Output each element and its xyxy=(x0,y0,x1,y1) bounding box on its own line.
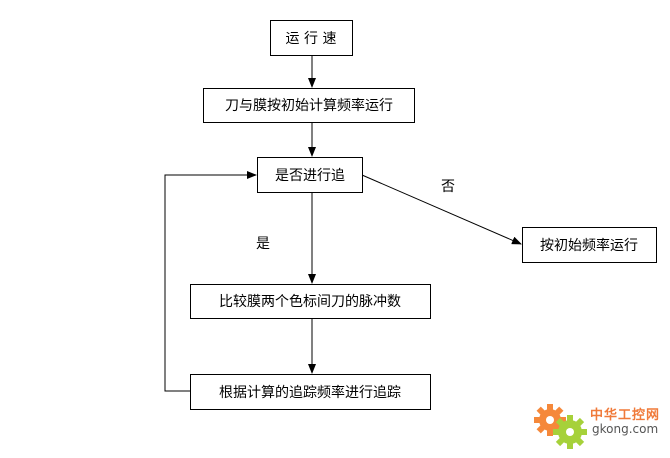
node-start-label: 运 行 速 xyxy=(286,31,337,47)
gear-icon xyxy=(534,404,587,449)
node-initial-run xyxy=(203,88,415,123)
watermark-cn: 中华工控网 xyxy=(590,408,661,423)
watermark-logo: 中华工控网 gkong.com xyxy=(530,398,665,453)
edge-loop-back xyxy=(164,171,257,392)
node-initial-run-label: 刀与膜按初始计算频率运行 xyxy=(225,97,393,114)
node-track-label: 根据计算的追踪频率进行追踪 xyxy=(219,384,401,401)
node-compare xyxy=(190,284,431,319)
node-start xyxy=(270,20,353,56)
label-no: 否 xyxy=(441,179,455,195)
watermark-en: gkong.com xyxy=(592,422,659,436)
node-decision-label: 是否进行追 xyxy=(275,168,345,184)
edge-decision-no xyxy=(361,174,522,245)
label-yes: 是 xyxy=(256,236,270,252)
node-compare-label: 比较膜两个色标间刀的脉冲数 xyxy=(219,293,401,310)
node-decision xyxy=(257,157,363,193)
node-no-branch xyxy=(522,227,657,263)
node-track xyxy=(190,374,431,410)
node-no-branch-label: 按初始频率运行 xyxy=(540,237,638,254)
